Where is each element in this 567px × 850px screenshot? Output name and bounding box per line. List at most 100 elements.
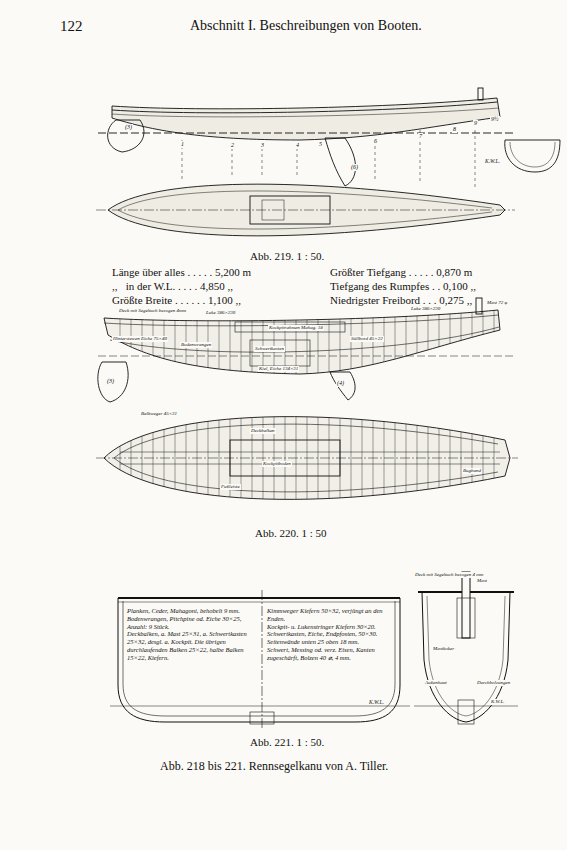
- frame-stroke: [252, 400, 253, 520]
- part-label: Deck mit Segeltuch bezogen 4 mm: [414, 572, 484, 578]
- dimension-row: ,, in der W.L. . . . . 4,850 ,,: [112, 280, 233, 292]
- frame-stroke: [428, 400, 429, 520]
- station-number: 9½: [490, 116, 500, 123]
- station-number: 1: [180, 141, 185, 148]
- frame-stroke: [307, 400, 308, 520]
- frame-stroke: [494, 300, 495, 380]
- part-label: Mastkoker: [432, 646, 455, 652]
- part-label: Luke 386×230: [205, 310, 236, 316]
- frame-stroke: [164, 400, 165, 520]
- frame-stroke: [263, 400, 264, 520]
- frame-stroke: [197, 300, 198, 380]
- figure-221: [110, 572, 518, 730]
- frame-stroke: [461, 300, 462, 380]
- note-text: Kockpit- u. Lukenstringer Kiefern 30×20.: [267, 623, 393, 631]
- frame-stroke: [197, 400, 198, 520]
- frame-stroke: [318, 400, 319, 520]
- part-label: Durchbolzungen: [476, 680, 511, 686]
- frame-stroke: [406, 400, 407, 520]
- note-block: Kimmweger Kiefern 50×32, verjüngt an den…: [267, 607, 393, 662]
- dimension-row: Tiefgang des Rumpfes . . 0,100 ,,: [330, 280, 476, 292]
- frame-stroke: [450, 300, 451, 380]
- waterline-label: K.W.L.: [484, 158, 501, 164]
- frame-stroke: [439, 300, 440, 380]
- frame-stroke: [340, 300, 341, 380]
- part-label: Fußleiste: [220, 484, 241, 490]
- frame-stroke: [296, 400, 297, 520]
- frame-stroke: [472, 300, 473, 380]
- station-number: 9: [473, 120, 478, 127]
- frame-stroke: [329, 400, 330, 520]
- frame-stroke: [329, 300, 330, 380]
- dimension-row: Größter Tiefgang . . . . . 0,870 m: [330, 266, 472, 278]
- part-label: Deck mit Segeltuch bezogen 4mm: [118, 308, 187, 314]
- frame-stroke: [186, 400, 187, 520]
- note-text: Seitenwände unten 25 oben 18 mm.: [267, 638, 393, 646]
- frame-stroke: [472, 400, 473, 520]
- frame-stroke: [175, 400, 176, 520]
- station-number: 4: [295, 142, 300, 149]
- part-label: Luke 386×230: [410, 306, 441, 312]
- part-label: Kockpitrahmen Mahag. 18: [268, 325, 324, 331]
- figure-caption: Abb. 218 bis 221. Rennsegelkanu von A. T…: [160, 760, 388, 773]
- frame-stroke: [241, 300, 242, 380]
- waterline-label: K.W.L.: [368, 699, 385, 705]
- frame-stroke: [285, 400, 286, 520]
- callout-number: (3): [124, 124, 133, 131]
- part-label: Kockpitboden: [262, 461, 292, 467]
- frame-stroke: [318, 300, 319, 380]
- part-label: Schwertkasten: [254, 346, 285, 352]
- frame-stroke: [274, 400, 275, 520]
- part-label: Bugband: [462, 468, 482, 474]
- frame-stroke: [395, 300, 396, 380]
- dimension-row: Niedrigster Freibord . . . 0,275 ,,: [330, 294, 472, 306]
- frame-stroke: [120, 400, 121, 520]
- frame-stroke: [461, 400, 462, 520]
- note-text: Kimmweger Kiefern 50×32, verjüngt an den…: [267, 607, 393, 623]
- callout-number: (3): [106, 378, 115, 385]
- page-number: 122: [60, 18, 83, 35]
- part-label: Balkweger 45×31: [140, 411, 178, 417]
- station-number: 2: [230, 142, 235, 149]
- frame-stroke: [142, 400, 143, 520]
- figure-number: Abb. 220. 1 : 50: [255, 527, 327, 539]
- part-label: Außenhaut: [424, 680, 448, 686]
- figure-220: [96, 298, 518, 520]
- part-label: Mast: [476, 578, 488, 584]
- frame-stroke: [428, 300, 429, 380]
- waterline-label: K.W.L.: [490, 699, 506, 705]
- frame-stroke: [417, 300, 418, 380]
- part-label: Mast 72 φ: [486, 300, 508, 306]
- note-text: Schwert, Messing od. verz. Eisen, Kanten…: [267, 646, 393, 662]
- station-number: 5: [318, 141, 323, 148]
- frame-stroke: [131, 400, 132, 520]
- note-text: Planken, Ceder, Mahagoni, behobelt 9 mm.: [127, 607, 257, 615]
- frame-stroke: [483, 300, 484, 380]
- part-label: Kiel, Eiche 134×31: [258, 366, 299, 372]
- figure-number: Abb. 221. 1 : 50.: [250, 736, 324, 748]
- frame-stroke: [373, 400, 374, 520]
- frame-stroke: [208, 400, 209, 520]
- frame-stroke: [395, 400, 396, 520]
- note-text: Schwertkasten, Eiche, Endpfosten, 50×30.: [267, 630, 393, 638]
- callout-number: (4): [336, 380, 345, 387]
- part-label: Bodenwrangen: [180, 342, 212, 348]
- frame-stroke: [384, 400, 385, 520]
- note-text: Bodenwrangen, Pitchpine od. Eiche 30×25,…: [127, 615, 257, 631]
- figure-219: [96, 88, 560, 236]
- part-label: Hinterstewen Eiche 75×40: [112, 336, 168, 342]
- dimension-row: Länge über alles . . . . . 5,200 m: [112, 266, 251, 278]
- frame-stroke: [219, 400, 220, 520]
- station-number: 3: [260, 142, 265, 149]
- dimension-row: Größte Breite . . . . . . 1,100 ,,: [112, 294, 241, 306]
- frame-stroke: [362, 400, 363, 520]
- frame-stroke: [417, 400, 418, 520]
- figure-number: Abb. 219. 1 : 50.: [250, 250, 324, 262]
- station-number: 7: [418, 133, 423, 140]
- frame-stroke: [241, 400, 242, 520]
- frame-stroke: [406, 300, 407, 380]
- frame-stroke: [351, 400, 352, 520]
- section-heading: Abschnitt I. Beschreibungen von Booten.: [190, 18, 422, 33]
- note-block: Planken, Ceder, Mahagoni, behobelt 9 mm.…: [127, 607, 257, 662]
